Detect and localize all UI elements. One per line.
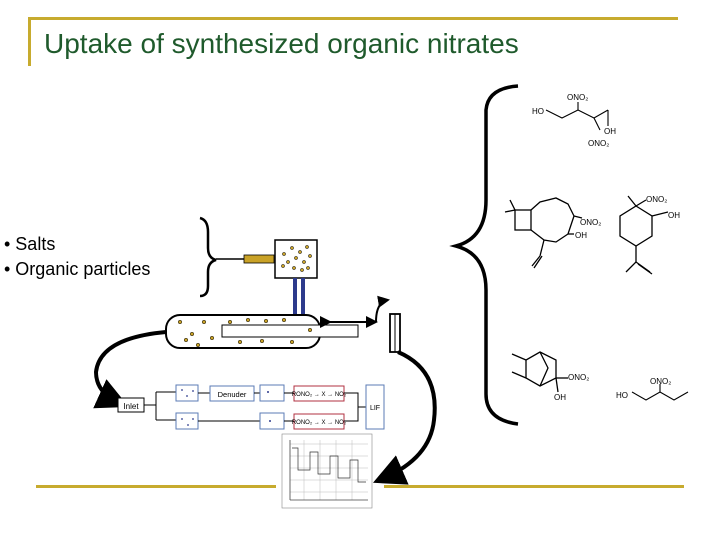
feed-tube-left xyxy=(293,278,297,316)
molecule-1 xyxy=(545,102,609,131)
lif-box xyxy=(365,384,385,430)
bottom-rule-right xyxy=(384,485,684,488)
bottom-rule-left xyxy=(36,485,276,488)
m3-ono2: ONO₂ xyxy=(646,195,667,204)
m1-ono2-top: ONO₂ xyxy=(567,93,588,102)
slide-title: Uptake of synthesized organic nitrates xyxy=(44,28,519,59)
reaction-label-bottom: RONO₂ → X → NO₂ xyxy=(292,420,347,426)
bullet-salts: • Salts xyxy=(4,234,56,254)
m1-ho: HO xyxy=(532,107,544,116)
injector-barrel xyxy=(243,254,275,264)
link-to-lif xyxy=(344,392,366,422)
flow-tube-particles xyxy=(177,317,313,348)
m4-oh: OH xyxy=(554,393,566,402)
heater-dot-bottom xyxy=(269,420,271,422)
m5-ho: HO xyxy=(616,391,628,400)
title-rule-left xyxy=(28,20,31,66)
data-plot-thumbnail xyxy=(281,433,373,509)
m4-ono2: ONO₂ xyxy=(568,373,589,382)
heater-box-bottom xyxy=(259,412,285,430)
small-brace xyxy=(199,216,217,298)
injector-rod xyxy=(221,324,359,338)
heater-dot-top xyxy=(267,391,269,393)
denuder-label: Denuder xyxy=(218,390,247,399)
m3-oh: OH xyxy=(668,211,680,220)
large-brace xyxy=(449,84,519,426)
curved-arrow-to-inlet xyxy=(93,330,167,409)
bullet-list: • Salts • Organic particles xyxy=(4,232,150,282)
bent-arrow xyxy=(375,295,390,323)
filter-dots xyxy=(181,389,194,426)
reaction-label-top: RONO₂ → X → NO₂ xyxy=(292,392,347,398)
bullet-organic-particles: • Organic particles xyxy=(4,259,151,279)
m2-ono2: ONO₂ xyxy=(580,218,601,227)
molecule-4 xyxy=(511,351,568,393)
molecule-2 xyxy=(504,197,583,269)
inlet-label: Inlet xyxy=(123,402,139,411)
curved-arrow-to-plot xyxy=(372,350,437,485)
lif-label: LIF xyxy=(370,405,380,412)
generator-particles xyxy=(281,245,312,272)
inlet-split-lines xyxy=(144,391,176,421)
m5-ono2: ONO₂ xyxy=(650,377,671,386)
molecule-3 xyxy=(619,195,669,275)
m1-ono2-bottom: ONO₂ xyxy=(588,139,609,148)
feed-tube-right xyxy=(301,278,305,316)
m2-oh: OH xyxy=(575,231,587,240)
heater-box-top xyxy=(259,384,285,402)
filter-box-bottom xyxy=(175,412,199,430)
filter-box-top xyxy=(175,384,199,402)
m1-oh: OH xyxy=(604,127,616,136)
title-rule-top xyxy=(28,17,678,20)
molecule-5 xyxy=(631,384,689,401)
